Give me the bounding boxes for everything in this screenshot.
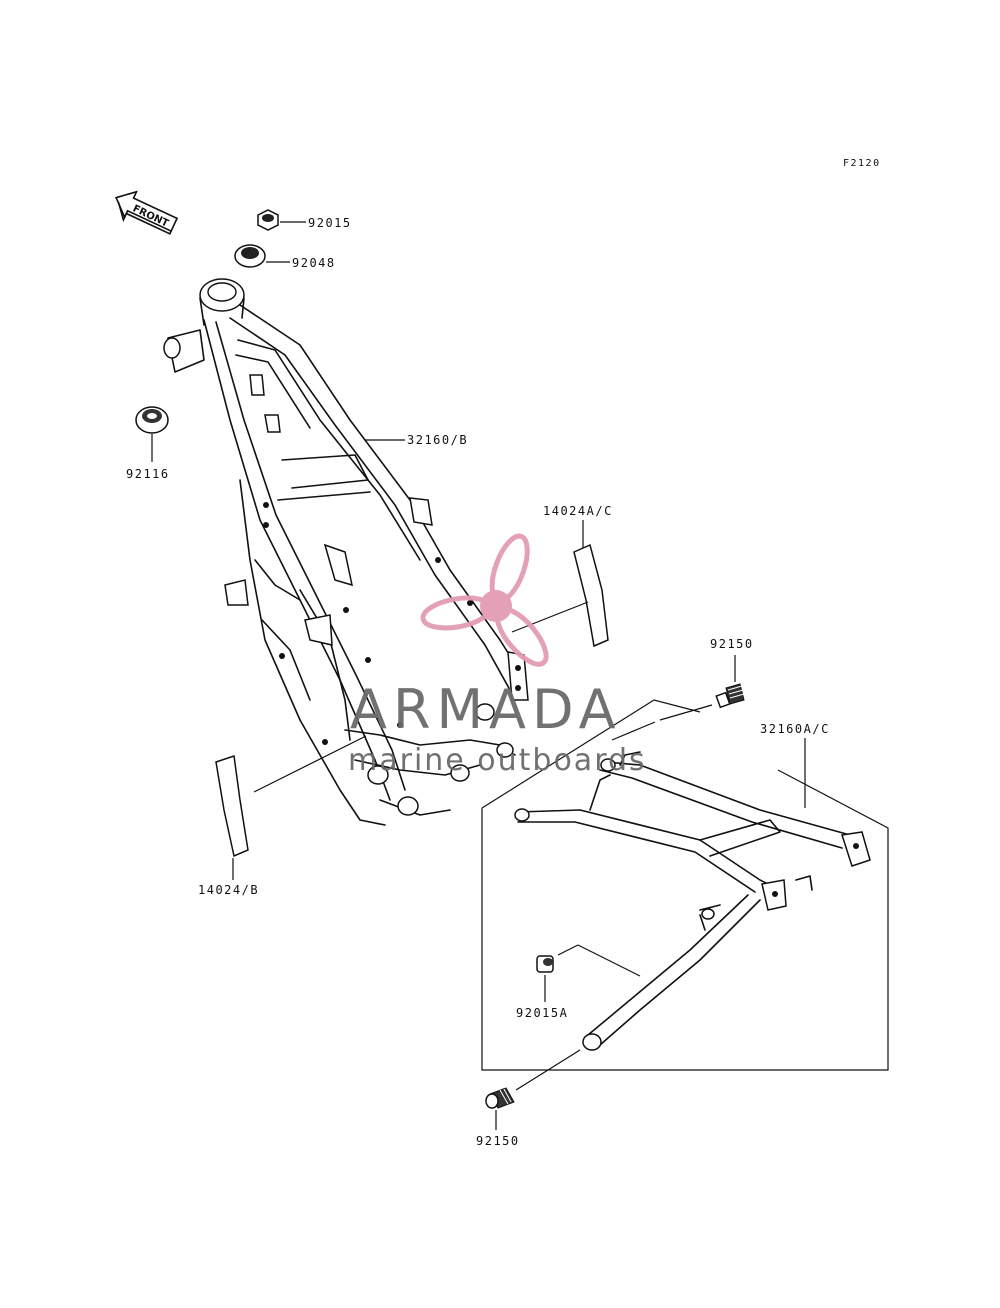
part-label-92015a: 92015A — [516, 1006, 568, 1020]
subframe-group — [481, 699, 889, 1071]
part-label-92150-top: 92150 — [710, 637, 754, 651]
part-label-92015: 92015 — [308, 216, 352, 230]
part-92015-nut — [257, 209, 306, 231]
part-label-14024ac: 14024A/C — [543, 504, 613, 518]
part-label-92150-bottom: 92150 — [476, 1134, 520, 1148]
part-14024b-frame-guard — [215, 735, 367, 880]
propeller-logo-icon — [420, 533, 549, 667]
watermark: ARMADA marine outboards — [348, 533, 647, 778]
part-label-92048: 92048 — [292, 256, 336, 270]
part-label-32160-b: 32160/B — [407, 433, 468, 447]
part-14024ac-frame-guard — [511, 520, 609, 648]
part-92116-bearing — [135, 406, 169, 462]
part-label-92116: 92116 — [126, 467, 170, 481]
part-92150-top-bolt — [611, 655, 745, 741]
part-92015a-nut — [536, 944, 641, 1002]
part-92150-bottom-bolt — [485, 1049, 581, 1130]
part-92048-seal — [234, 244, 290, 268]
front-arrow-icon: FRONT — [114, 190, 179, 235]
figure-code: F2120 — [843, 158, 881, 169]
watermark-brand: ARMADA — [350, 678, 622, 741]
part-label-14024b: 14024/B — [198, 883, 259, 897]
main-frame — [163, 278, 529, 826]
part-label-32160ac: 32160A/C — [760, 722, 830, 736]
watermark-tagline: marine outboards — [348, 743, 647, 778]
